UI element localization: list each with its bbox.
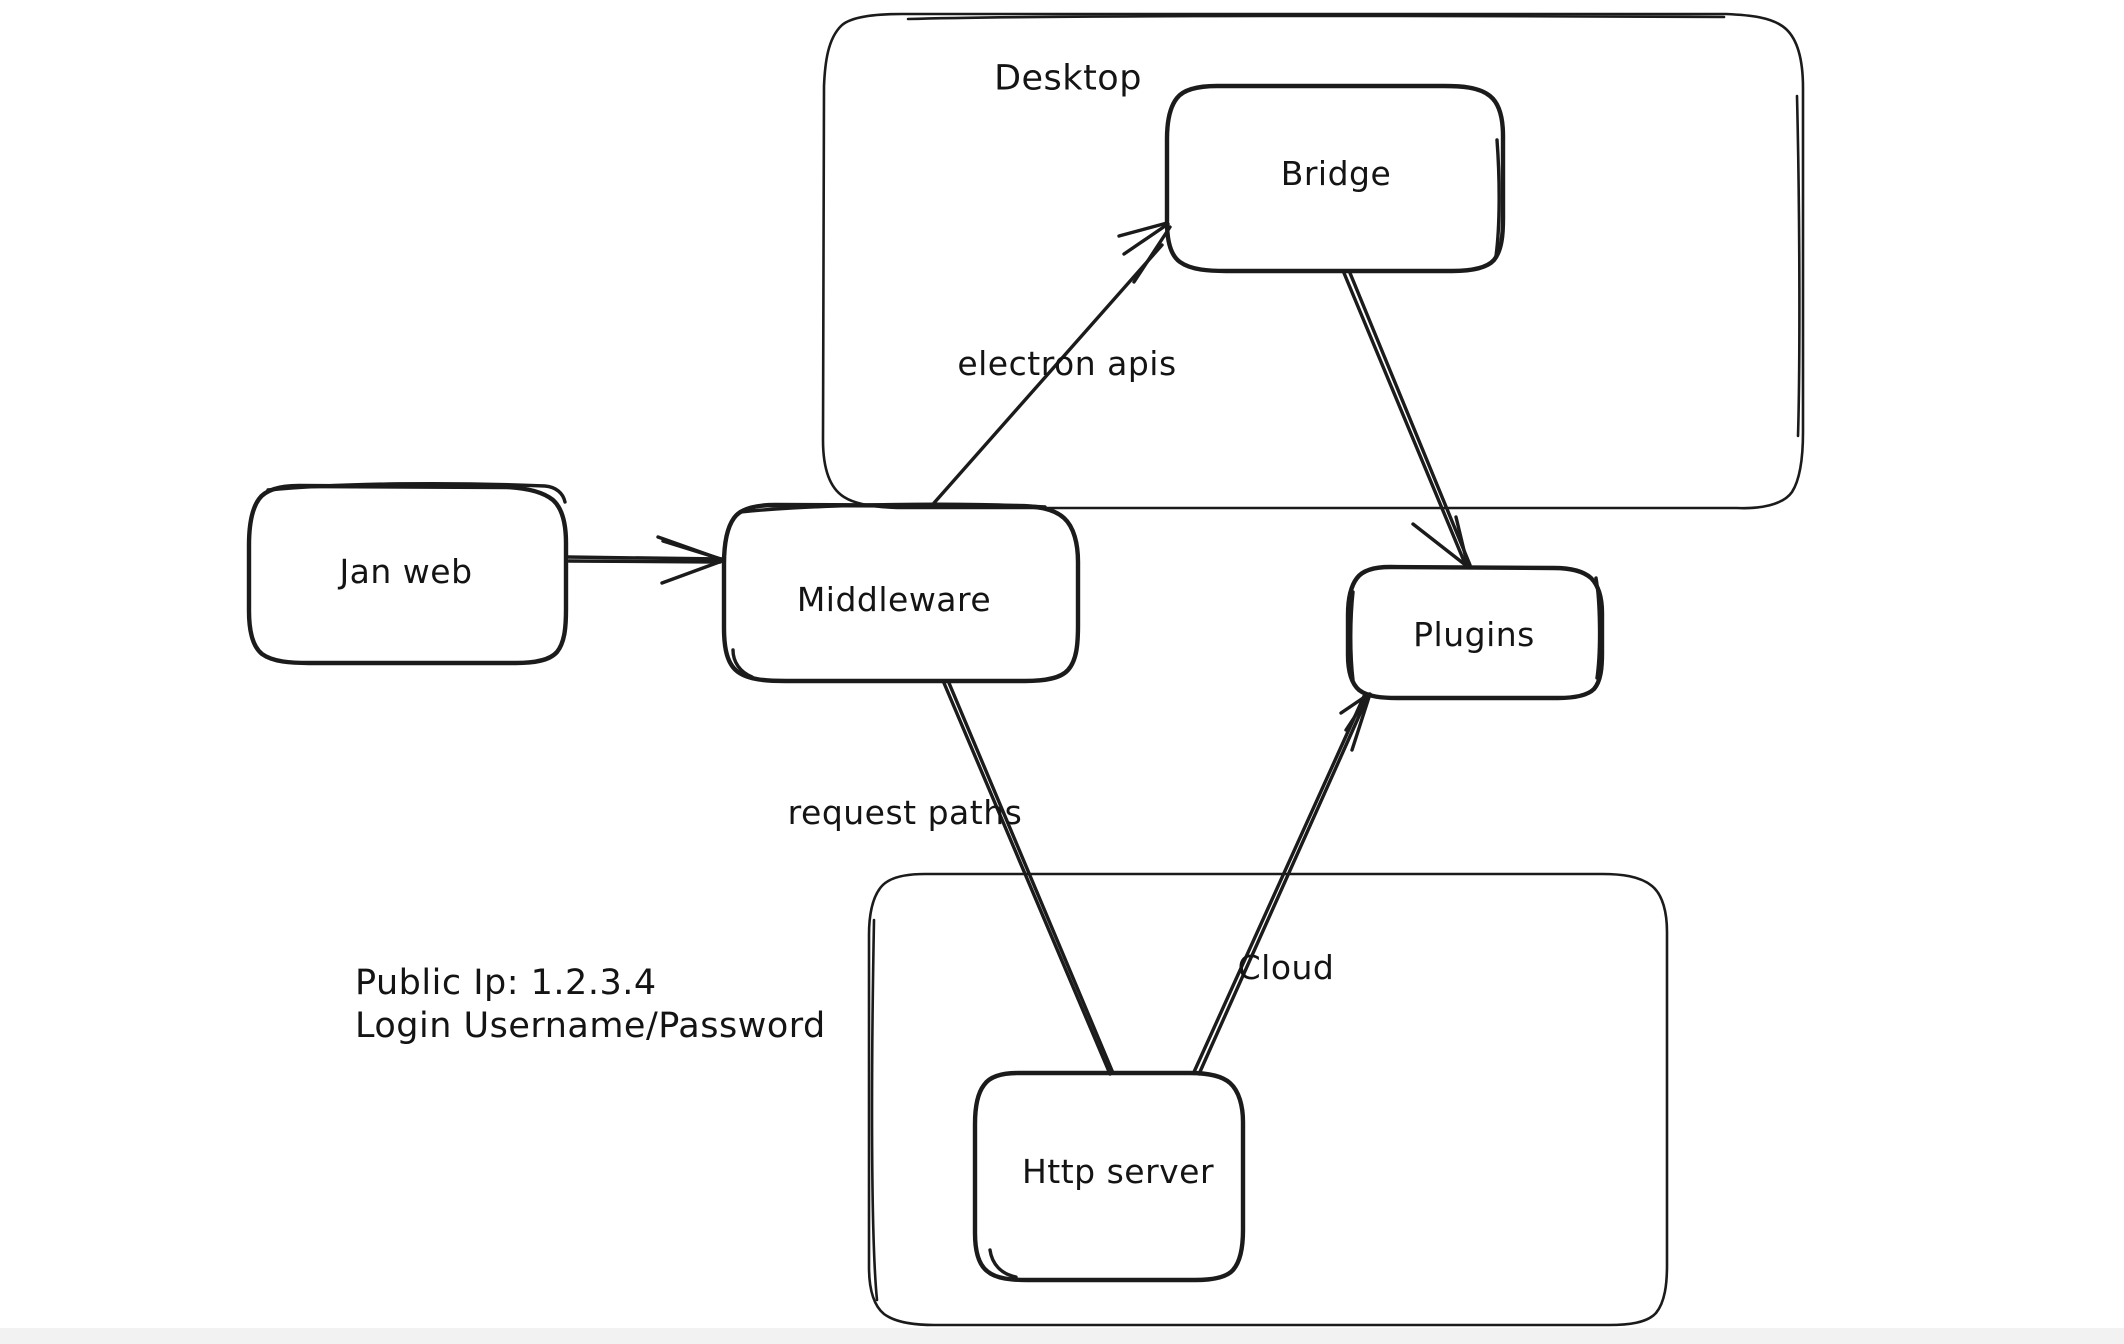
bottom-edge-strip: [0, 1328, 2124, 1344]
connection-note-login: Login Username/Password: [355, 1005, 826, 1046]
bridge-node-label: Bridge: [1280, 153, 1392, 193]
connection-note: Public Ip: 1.2.3.4 Login Username/Passwo…: [355, 962, 826, 1047]
edge-jan-web-to-middleware: [565, 535, 725, 585]
edge-label-request-paths: request paths: [787, 792, 1023, 832]
edge-label-cloud: Cloud: [1237, 947, 1335, 987]
http-server-node-label: Http server: [1021, 1151, 1215, 1191]
edge-middleware-to-http-server: [942, 681, 1115, 1076]
bridge-node-outline[interactable]: [1164, 83, 1506, 274]
connection-note-public-ip: Public Ip: 1.2.3.4: [355, 963, 657, 1003]
middleware-node-outline[interactable]: [721, 502, 1081, 684]
edge-label-electron-apis: electron apis: [957, 343, 1177, 383]
jan-web-node-label: Jan web: [339, 551, 473, 591]
jan-web-node-outline[interactable]: [246, 481, 569, 666]
cloud-group-outline: [867, 872, 1669, 1327]
edge-bridge-to-plugins: [1342, 271, 1472, 569]
edge-http-server-to-plugins: [1192, 692, 1372, 1076]
desktop-group-label: Desktop: [994, 58, 1142, 99]
http-server-node-outline[interactable]: [972, 1070, 1246, 1283]
desktop-group-outline: [821, 12, 1805, 510]
middleware-node-label: Middleware: [796, 579, 992, 619]
edge-middleware-to-bridge: [932, 221, 1172, 505]
plugins-node-outline[interactable]: [1345, 564, 1605, 701]
plugins-node-label: Plugins: [1413, 614, 1535, 654]
